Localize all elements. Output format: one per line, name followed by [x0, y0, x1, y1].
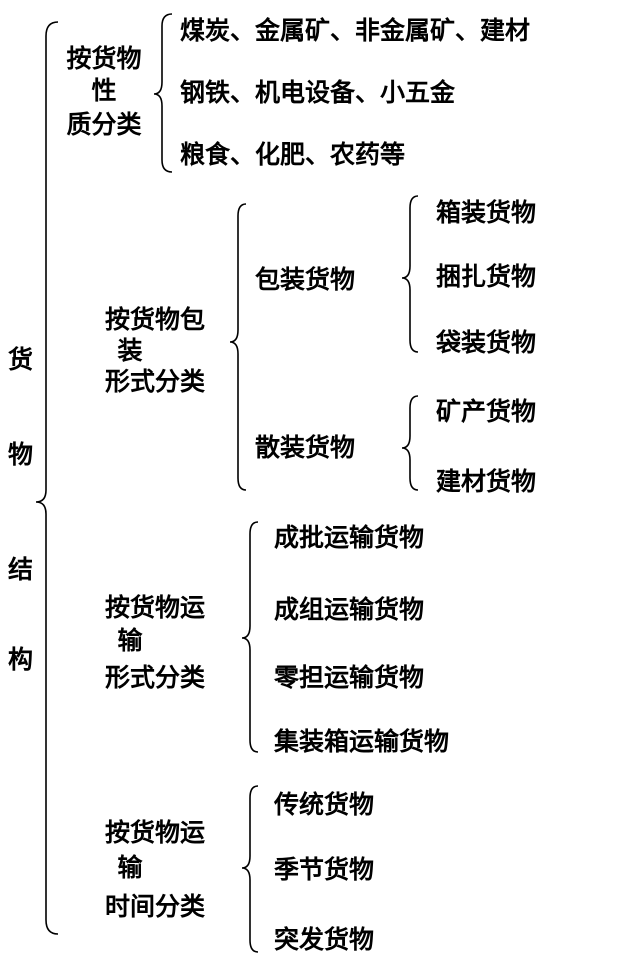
nature-item: 钢铁、机电设备、小五金 [180, 78, 456, 107]
root-char: 物 [8, 440, 34, 469]
transport-form-item: 集装箱运输货物 [274, 727, 450, 756]
transport-time-item: 突发货物 [274, 925, 375, 954]
nature-label: 按货物 [66, 44, 142, 73]
packaging-label: 形式分类 [104, 367, 205, 396]
bulk-item: 建材货物 [436, 467, 537, 496]
transport-time-label: 按货物运 [104, 818, 205, 847]
packaged-item: 捆扎货物 [436, 262, 537, 291]
nature-item: 煤炭、金属矿、非金属矿、建材 [180, 16, 531, 45]
packaged-brace [401, 195, 419, 353]
transport-form-brace [241, 521, 259, 753]
transport-form-label: 按货物运 [104, 593, 205, 622]
transport-form-label: 输 [117, 626, 143, 655]
transport-time-item: 传统货物 [274, 790, 375, 819]
packaging-label: 按货物包 [104, 305, 205, 334]
packaged-item: 箱装货物 [436, 198, 537, 227]
root-char: 构 [8, 645, 34, 674]
packaging-label: 装 [117, 336, 143, 365]
root-char: 货 [8, 345, 34, 374]
transport-time-label: 时间分类 [104, 892, 205, 921]
bulk-item: 矿产货物 [436, 397, 537, 426]
transport-form-label: 形式分类 [104, 663, 205, 692]
transport-form-item: 成组运输货物 [274, 595, 425, 624]
transport-time-item: 季节货物 [274, 855, 375, 884]
root-brace [35, 21, 59, 935]
transport-time-label: 输 [117, 853, 143, 882]
transport-time-brace [241, 785, 259, 953]
transport-form-item: 零担运输货物 [274, 663, 425, 692]
nature-label: 性 [91, 76, 117, 105]
nature-brace [153, 13, 173, 173]
transport-form-item: 成批运输货物 [274, 523, 425, 552]
packaged-label: 包装货物 [255, 265, 356, 294]
packaged-item: 袋装货物 [436, 328, 537, 357]
root-char: 结 [8, 555, 34, 584]
nature-label: 质分类 [66, 110, 142, 139]
packaging-brace [229, 203, 247, 491]
bulk-label: 散装货物 [255, 433, 356, 462]
nature-item: 粮食、化肥、农药等 [180, 140, 406, 169]
bulk-brace [401, 395, 419, 491]
